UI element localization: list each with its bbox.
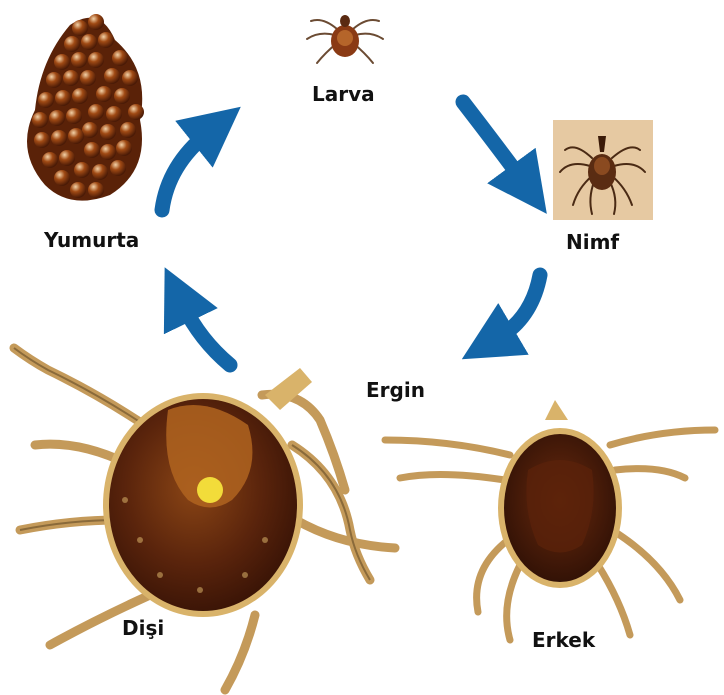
label-egg: Yumurta xyxy=(44,230,139,250)
nymph-image xyxy=(553,120,653,220)
arrow-larva-to-nymph xyxy=(463,102,522,180)
arrow-nymph-to-adult xyxy=(498,275,540,338)
label-adult: Ergin xyxy=(366,380,425,400)
egg-cluster-image xyxy=(27,14,144,201)
female-tick-image xyxy=(14,348,395,690)
dorsal-spot xyxy=(197,477,223,503)
arrow-adult-to-egg xyxy=(183,305,230,365)
arrow-egg-to-larva xyxy=(162,133,208,210)
male-tick-image xyxy=(385,400,715,640)
cycle-arrows xyxy=(162,102,540,365)
label-larva: Larva xyxy=(312,84,375,104)
label-female: Dişi xyxy=(122,618,164,638)
label-nymph: Nimf xyxy=(566,232,619,252)
larva-image xyxy=(307,15,383,63)
label-male: Erkek xyxy=(532,630,595,650)
